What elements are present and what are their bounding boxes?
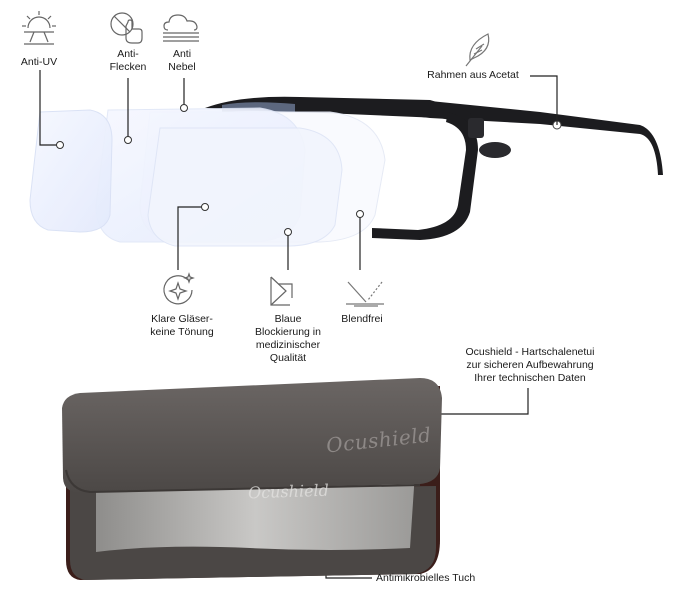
label-cloth: Antimikrobielles Tuch <box>376 572 476 584</box>
label-blue-blocking: Blaue Blockierung in medizinischer Quali… <box>255 313 321 364</box>
cloud-icon <box>163 14 199 42</box>
sparkle-circle-icon <box>163 272 195 305</box>
label-anti-smudge: Anti- Flecken <box>109 48 147 73</box>
leader-lines <box>39 70 558 579</box>
label-hard-case: Ocushield - Hartschalenetui zur sicheren… <box>465 346 595 384</box>
no-touch-icon <box>110 12 143 44</box>
glare-icon <box>346 281 384 307</box>
shield-arrow-icon <box>270 276 293 306</box>
sun-icon <box>22 11 56 45</box>
label-clear-lenses: Klare Gläser- keine Tönung <box>150 313 214 338</box>
lens-layers <box>29 107 386 247</box>
label-anti-uv: Anti-UV <box>20 56 58 68</box>
label-anti-glare: Blendfrei <box>341 313 383 325</box>
glasses-case <box>62 378 442 580</box>
label-anti-fog: Anti Nebel <box>168 48 196 73</box>
label-acetate-frame: Rahmen aus Acetat <box>427 69 519 81</box>
cloth-logo: Ocushield <box>247 480 330 503</box>
feather-icon <box>465 33 490 67</box>
